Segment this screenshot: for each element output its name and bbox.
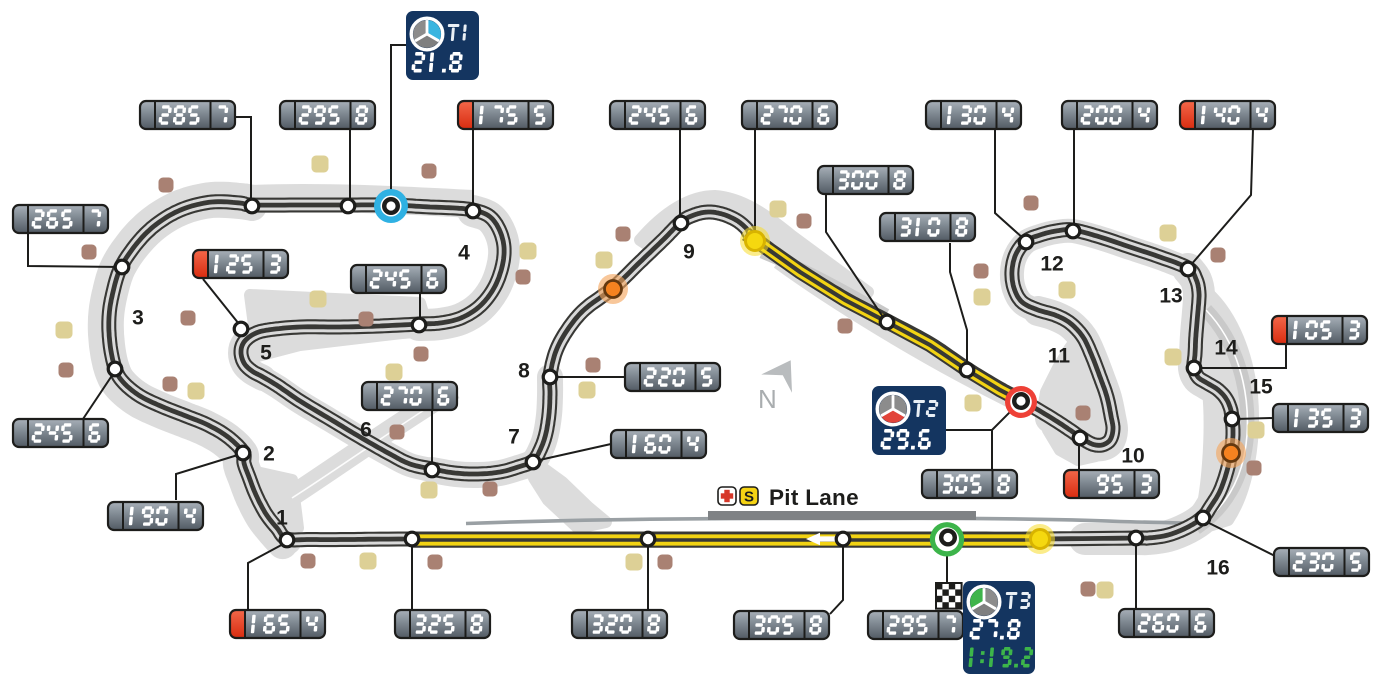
svg-text:9: 9 <box>683 241 695 264</box>
svg-text:3: 3 <box>132 307 144 330</box>
svg-text:N: N <box>758 384 777 414</box>
svg-text:14: 14 <box>1214 337 1238 360</box>
svg-text:6: 6 <box>360 419 372 442</box>
svg-text:10: 10 <box>1121 445 1144 468</box>
svg-text:16: 16 <box>1206 557 1229 580</box>
svg-text:15: 15 <box>1249 376 1273 399</box>
svg-text:2: 2 <box>263 443 275 466</box>
svg-text:5: 5 <box>260 342 272 365</box>
svg-text:12: 12 <box>1040 253 1063 276</box>
svg-text:11: 11 <box>1048 345 1071 368</box>
svg-text:S: S <box>744 489 754 506</box>
svg-text:Pit Lane: Pit Lane <box>769 485 859 510</box>
svg-text:13: 13 <box>1159 285 1182 308</box>
svg-text:7: 7 <box>508 426 520 449</box>
svg-text:1: 1 <box>276 507 288 530</box>
svg-text:8: 8 <box>518 360 530 383</box>
svg-text:4: 4 <box>458 242 470 265</box>
